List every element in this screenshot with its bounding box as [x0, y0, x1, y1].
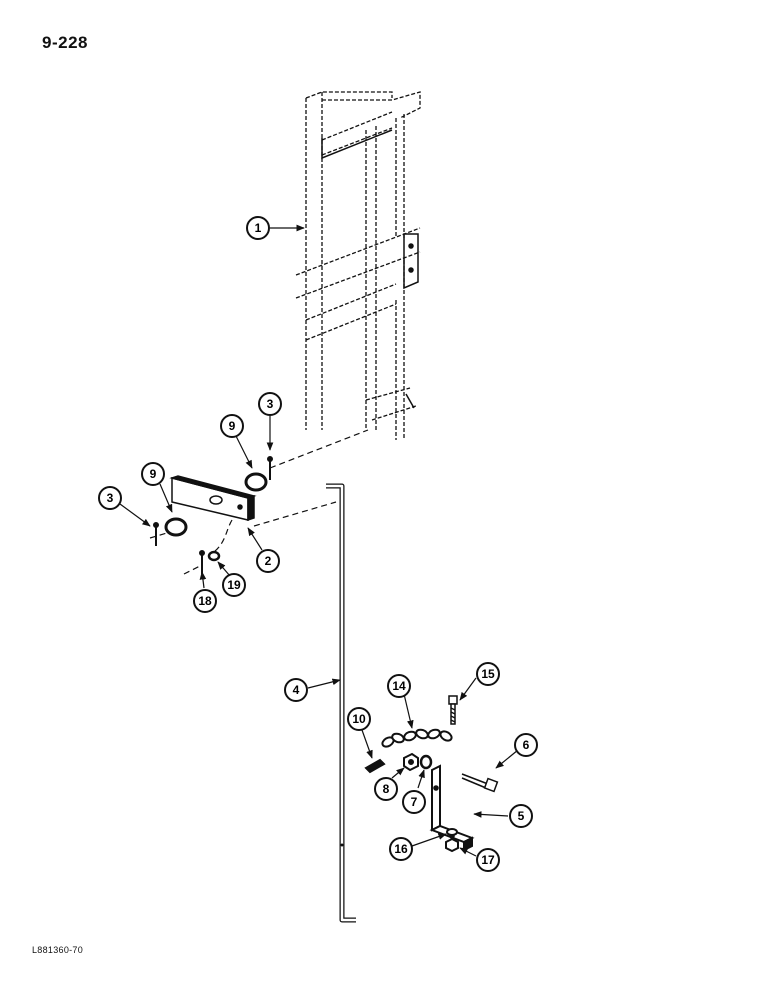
svg-text:4: 4 — [293, 683, 300, 697]
callout-9-upper: 9 — [220, 414, 244, 438]
svg-text:9: 9 — [150, 467, 157, 481]
svg-text:14: 14 — [392, 679, 406, 693]
svg-text:3: 3 — [107, 491, 114, 505]
nut-part-8 — [403, 752, 419, 772]
callout-18: 18 — [193, 589, 217, 613]
bolt-part-6 — [461, 773, 499, 793]
svg-text:2: 2 — [265, 554, 272, 568]
svg-text:18: 18 — [198, 594, 212, 608]
callout-3-upper: 3 — [258, 392, 282, 416]
callout-9-lower: 9 — [141, 462, 165, 486]
frame-bracket — [321, 129, 419, 409]
svg-text:7: 7 — [411, 795, 418, 809]
callout-2: 2 — [256, 549, 280, 573]
callout-15: 15 — [476, 662, 500, 686]
svg-text:6: 6 — [523, 738, 530, 752]
lock-washer-part-16 — [446, 828, 458, 836]
callout-3-lower: 3 — [98, 486, 122, 510]
svg-text:5: 5 — [518, 809, 525, 823]
callout-8: 8 — [374, 777, 398, 801]
svg-text:17: 17 — [481, 853, 495, 867]
callout-1: 1 — [246, 216, 270, 240]
chain-part-14 — [381, 728, 453, 748]
washer-part-9-lower — [164, 517, 188, 537]
svg-text:19: 19 — [227, 578, 241, 592]
svg-text:15: 15 — [481, 667, 495, 681]
svg-text:1: 1 — [255, 221, 262, 235]
svg-text:9: 9 — [229, 419, 236, 433]
callout-5: 5 — [509, 804, 533, 828]
washer-part-7 — [419, 754, 433, 770]
callout-17: 17 — [476, 848, 500, 872]
svg-text:10: 10 — [352, 712, 366, 726]
callout-10: 10 — [347, 707, 371, 731]
frame-part-1 — [295, 91, 421, 440]
svg-text:3: 3 — [267, 397, 274, 411]
svg-text:8: 8 — [383, 782, 390, 796]
leader-lines — [119, 224, 519, 857]
pin-part-3-upper — [267, 456, 273, 480]
rod-part-4 — [326, 483, 356, 923]
callout-6: 6 — [514, 733, 538, 757]
clip-part-10 — [364, 758, 386, 774]
page-number: 9-228 — [42, 33, 88, 52]
pin-part-18 — [199, 550, 205, 574]
callout-4: 4 — [284, 678, 308, 702]
pin-part-3-lower — [153, 522, 159, 546]
bolt-part-15 — [448, 695, 458, 725]
plate-part-2 — [169, 475, 257, 522]
callout-14: 14 — [387, 674, 411, 698]
washer-part-19 — [207, 550, 221, 562]
callout-19: 19 — [222, 573, 246, 597]
svg-text:16: 16 — [394, 842, 408, 856]
callout-16: 16 — [389, 837, 413, 861]
nut-part-17 — [445, 837, 459, 853]
illustration-reference-code: L881360-70 — [32, 945, 84, 955]
callout-7: 7 — [402, 790, 426, 814]
washer-part-9-upper — [244, 472, 268, 492]
